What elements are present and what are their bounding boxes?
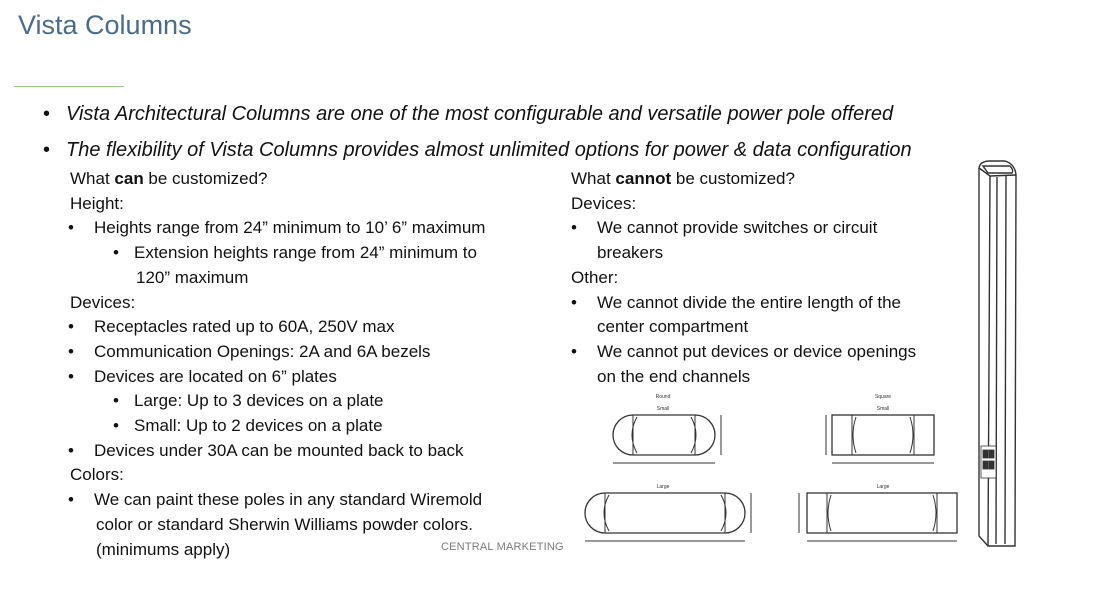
square-large-section xyxy=(798,492,958,542)
device-openings-item: We cannot put devices or device openings xyxy=(571,340,916,365)
device-openings-item-cont: on the end channels xyxy=(597,366,751,386)
title-underline xyxy=(14,86,124,87)
cannot-customize-column: What cannot be customized? Devices: We c… xyxy=(571,167,916,389)
vista-column-pole-illustration xyxy=(978,160,1017,547)
can-customize-heading: What can be customized? xyxy=(70,169,268,188)
other-label: Other: xyxy=(571,267,619,287)
cross-section-diagrams: Round Small Square Small Large xyxy=(584,394,958,542)
label-round: Round xyxy=(656,394,671,400)
main-bullet-configurable: Vista Architectural Columns are one of t… xyxy=(40,96,912,132)
divide-item: We cannot divide the entire length of th… xyxy=(571,291,916,316)
receptacles-item: Receptacles rated up to 60A, 250V max xyxy=(68,315,485,340)
label-square: Square xyxy=(875,394,891,400)
paint-item: We can paint these poles in any standard… xyxy=(68,488,485,513)
small-plate-item: Small: Up to 2 devices on a plate xyxy=(68,414,485,439)
square-small-section xyxy=(825,414,935,464)
devices-label: Devices: xyxy=(70,292,136,312)
communication-openings-item: Communication Openings: 2A and 6A bezels xyxy=(68,340,485,365)
divide-item-cont: center compartment xyxy=(597,317,749,337)
device-plate-icon xyxy=(980,445,997,479)
footer-label: CENTRAL MARKETING xyxy=(441,541,564,553)
height-label: Height: xyxy=(70,193,124,213)
extension-height-item: Extension heights range from 24” minimum… xyxy=(68,241,485,266)
round-large-section xyxy=(584,492,752,542)
paint-item-cont-2: (minimums apply) xyxy=(96,539,231,559)
back-to-back-item: Devices under 30A can be mounted back to… xyxy=(68,439,485,464)
label-square-large: Large xyxy=(877,484,890,490)
can-customize-column: What can be customized? Height: Heights … xyxy=(68,167,485,562)
switches-item: We cannot provide switches or circuit xyxy=(571,216,916,241)
extension-height-item-cont: 120” maximum xyxy=(136,267,249,287)
devices-label: Devices: xyxy=(571,193,637,213)
round-small-section xyxy=(612,414,722,464)
plates-item: Devices are located on 6” plates xyxy=(68,365,485,390)
label-square-small: Small xyxy=(877,406,890,412)
large-plate-item: Large: Up to 3 devices on a plate xyxy=(68,389,485,414)
cannot-customize-heading: What cannot be customized? xyxy=(571,169,795,188)
main-bullet-flexibility: The flexibility of Vista Columns provide… xyxy=(40,132,912,168)
label-round-small: Small xyxy=(657,406,670,412)
height-range-item: Heights range from 24” minimum to 10’ 6”… xyxy=(68,216,485,241)
paint-item-cont-1: color or standard Sherwin Williams powde… xyxy=(96,514,473,534)
switches-item-cont: breakers xyxy=(597,243,664,263)
colors-label: Colors: xyxy=(70,465,124,485)
main-bullet-list: Vista Architectural Columns are one of t… xyxy=(40,96,912,168)
label-round-large: Large xyxy=(657,484,670,490)
slide-title: Vista Columns xyxy=(18,10,192,40)
